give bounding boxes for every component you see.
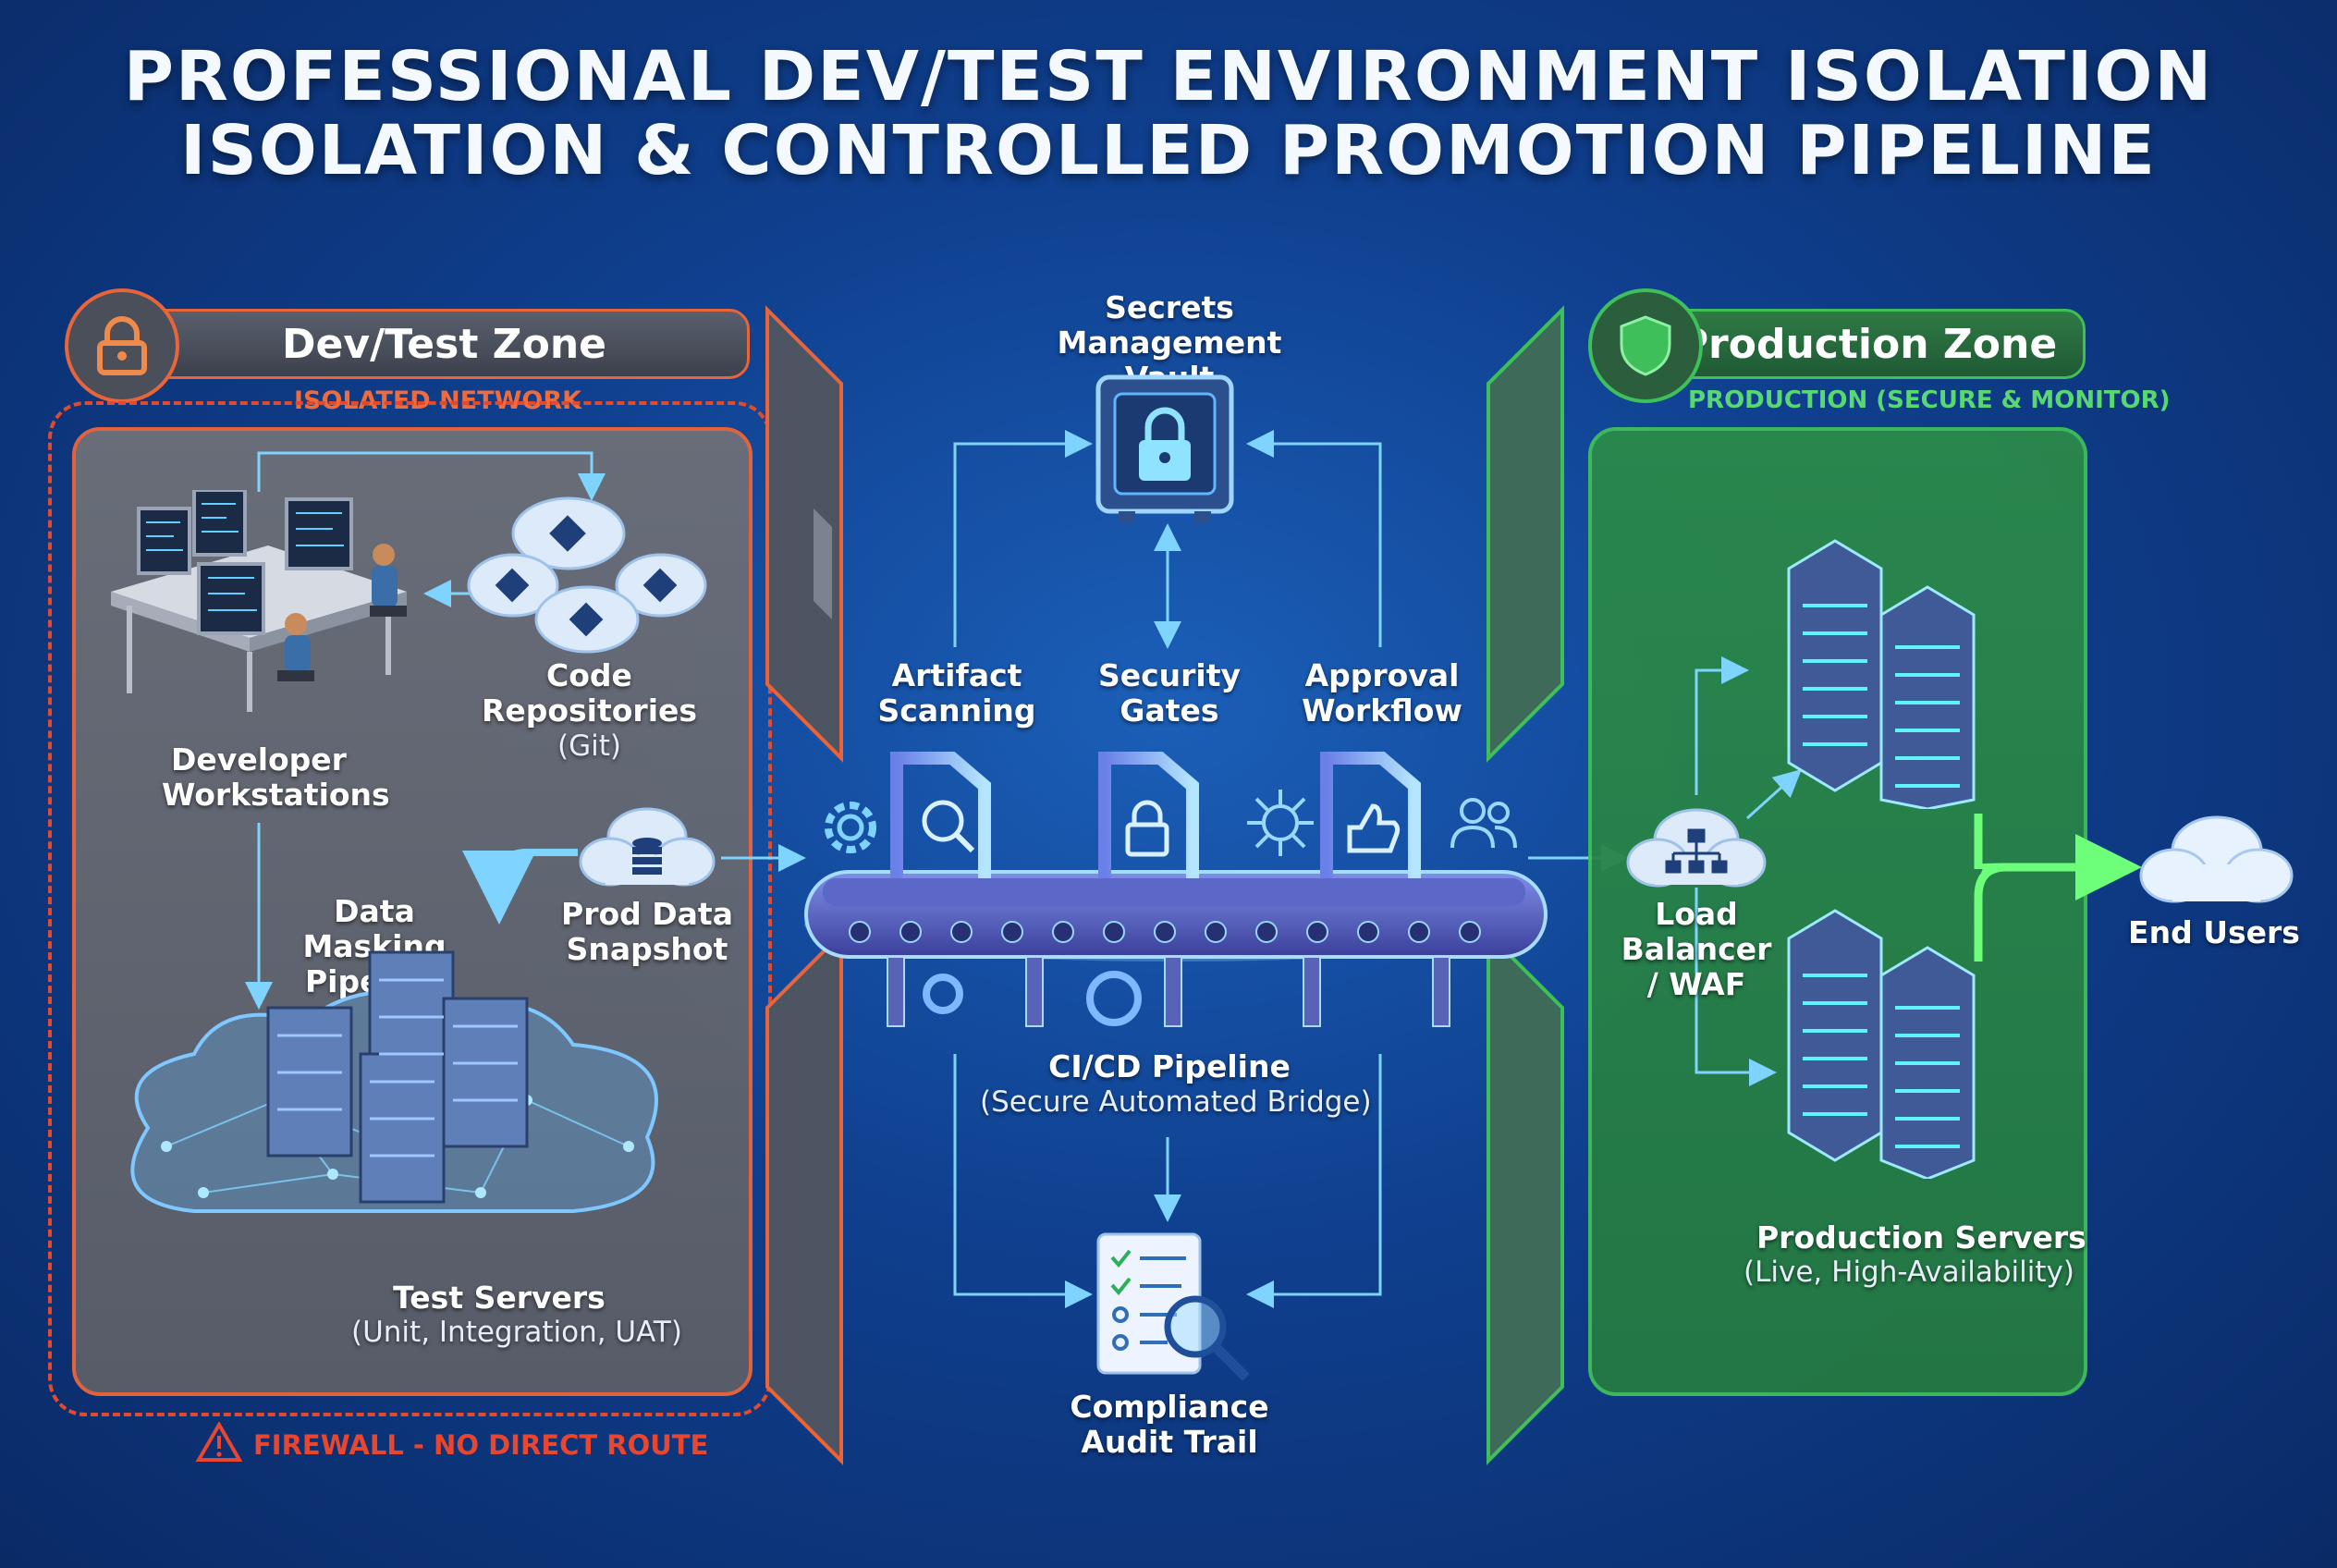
cicd-pipeline-sublabel: (Secure Automated Bridge)	[980, 1085, 1372, 1119]
artifact-scanning-label: Artifact Scanning	[877, 657, 1036, 729]
title-line-1: PROFESSIONAL DEV/TEST ENVIRONMENT ISOLAT…	[123, 37, 2214, 116]
prod-firewall-walls	[1487, 305, 1564, 1465]
gear-wrench-icon	[825, 802, 876, 853]
code-repositories-sublabel: (Git)	[557, 729, 621, 763]
shield-icon	[1588, 288, 1703, 403]
prod-zone-title: Production Zone	[1678, 320, 2058, 368]
load-balancer-icon	[1626, 808, 1767, 888]
artifact-scanning-gate	[890, 752, 991, 878]
warning-icon	[195, 1421, 243, 1467]
users-icon	[1450, 798, 1517, 849]
load-balancer-label: Load Balancer / WAF	[1621, 896, 1772, 1002]
virus-icon	[1247, 790, 1314, 856]
isolated-network-label: ISOLATED NETWORK	[294, 386, 582, 415]
dev-zone-arrows	[245, 451, 606, 1010]
code-repositories-label: Code Repositories	[481, 657, 698, 729]
prod-zone-arrows	[1695, 656, 2142, 1086]
prod-servers-sublabel: (Live, High-Availability)	[1744, 1256, 2074, 1289]
prod-data-snapshot-label: Prod Data Snapshot	[561, 896, 733, 967]
cicd-conveyor	[804, 752, 1548, 1027]
isolated-network-boundary	[48, 401, 772, 1416]
firewall-label: FIREWALL - NO DIRECT ROUTE	[253, 1429, 709, 1461]
test-servers-label: Test Servers	[393, 1280, 606, 1316]
approval-gate	[1320, 752, 1421, 878]
prod-zone-note: PRODUCTION (SECURE & MONITOR)	[1688, 386, 2171, 414]
security-gates-label: Security Gates	[1097, 657, 1242, 729]
cicd-pipeline-label: CI/CD Pipeline	[1048, 1048, 1291, 1084]
audit-document-icon	[1096, 1232, 1250, 1381]
code-repositories-icon	[467, 496, 707, 654]
pipeline-arrows	[721, 430, 1629, 1308]
dev-zone-header: Dev/Test Zone	[102, 309, 750, 379]
title-line-2: ISOLATION & CONTROLLED PROMOTION PIPELIN…	[180, 111, 2157, 190]
prod-servers-label: Production Servers	[1756, 1219, 2086, 1256]
developer-workstations-label: Developer Workstations	[162, 741, 390, 813]
dev-firewall-walls	[765, 305, 843, 1465]
test-servers-sublabel: (Unit, Integration, UAT)	[351, 1316, 682, 1349]
audit-trail-label: Compliance Audit Trail	[1070, 1389, 1269, 1460]
end-users-label: End Users	[2128, 914, 2300, 950]
test-server-racks	[266, 950, 529, 1204]
lock-icon	[65, 288, 179, 403]
prod-data-snapshot-icon	[579, 807, 716, 887]
end-users-cloud-icon	[2139, 815, 2294, 903]
prod-server-racks-top	[1787, 539, 1976, 809]
test-servers-icon	[130, 950, 658, 1213]
approval-workflow-label: Approval Workflow	[1302, 657, 1462, 729]
developer-workstations-icon	[111, 490, 407, 712]
prod-server-racks-bottom	[1787, 909, 1976, 1179]
vault-icon	[1095, 374, 1234, 522]
dev-zone-title: Dev/Test Zone	[282, 320, 606, 368]
security-gate	[1098, 752, 1199, 878]
